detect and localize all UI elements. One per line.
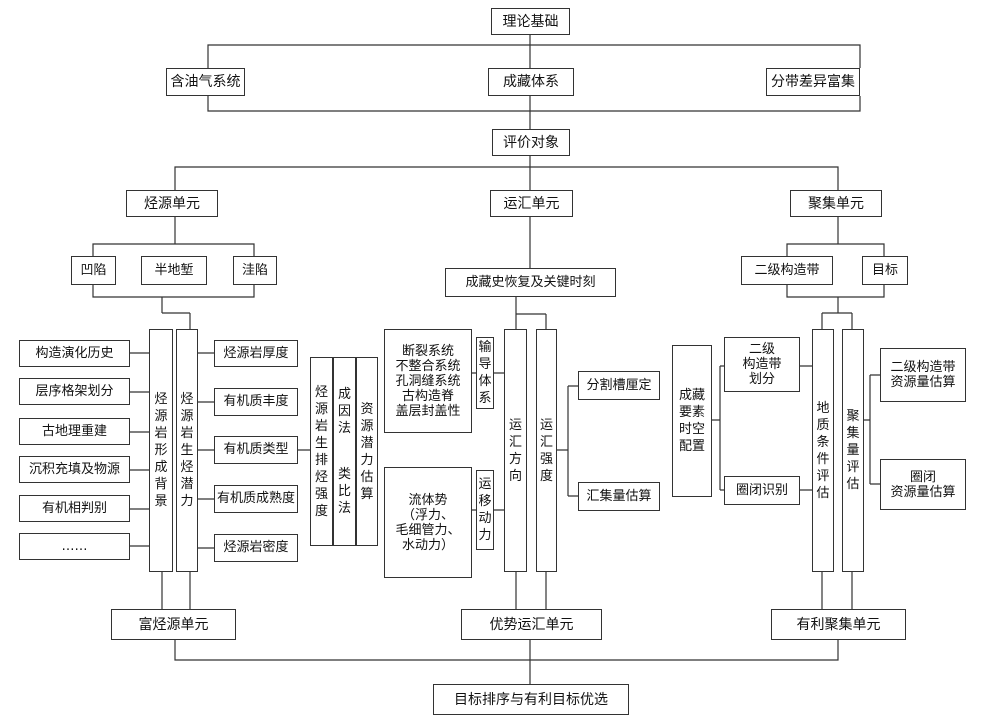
trap-resource-box: 圈闭 资源量估算 [880,459,966,510]
conduit-elements-box: 断裂系统 不整合系统 孔洞缝系统 古构造脊 盖层封盖性 [384,329,472,433]
background-item: 有机相判别 [19,495,130,522]
accumulation-unit-box: 聚集单元 [790,190,882,217]
accumulation-system-box: 成藏体系 [488,68,574,96]
migration-unit-box: 运汇单元 [490,190,573,217]
geo-eval-box: 地质条件评估 [812,329,834,572]
rock-item: 有机质丰度 [214,388,298,416]
rock-item: 有机质成熟度 [214,485,298,513]
source-unit-box: 烃源单元 [126,190,218,217]
conduit-system-box: 输导体系 [476,337,494,409]
favorable-accumulation-unit-box: 有利聚集单元 [771,609,906,640]
half-graben-box: 半地堑 [141,256,207,285]
sag-box: 洼陷 [233,256,277,285]
dominant-migration-unit-box: 优势运汇单元 [461,609,602,640]
migration-intensity-box: 运汇强度 [536,329,557,572]
theory-basis-box: 理论基础 [491,8,570,35]
background-item: 层序格架划分 [19,378,130,405]
migration-direction-box: 运汇方向 [504,329,527,572]
secondary-belt-box: 二级构造带 [741,256,833,285]
analogy-method-label: 类比法 [337,466,351,516]
method-box: 成因法 类比法 [333,357,356,546]
hc-potential-box: 烃源岩生烃潜力 [176,329,198,572]
resource-estimate-box: 资源潜力估算 [356,357,378,546]
accumulation-history-box: 成藏史恢复及关键时刻 [445,268,616,297]
background-item: 构造演化历史 [19,340,130,367]
volume-estimate-box: 汇集量估算 [578,482,660,511]
rock-item: 有机质类型 [214,436,298,464]
ridge-definition-box: 分割槽厘定 [578,371,660,400]
genetic-method-label: 成因法 [337,387,351,437]
petroleum-system-box: 含油气系统 [166,68,245,96]
eval-object-box: 评价对象 [492,129,570,156]
migration-force-box: 运移动力 [476,470,494,550]
rock-item: 烃源岩密度 [214,534,298,562]
background-item: 古地理重建 [19,418,130,445]
background-item: …… [19,533,130,560]
fluid-potential-box: 流体势 （浮力、 毛细管力、 水动力） [384,467,472,578]
trap-identification-box: 圈闭识别 [724,476,800,505]
depression-box: 凹陷 [71,256,116,285]
zonal-enrichment-box: 分带差异富集 [766,68,860,96]
target-ranking-box: 目标排序与有利目标优选 [433,684,629,715]
volume-eval-box: 聚集量评估 [842,329,864,572]
background-item: 沉积充填及物源 [19,456,130,483]
spatiotemporal-box: 成藏要素时空配置 [672,345,712,497]
belt-resource-box: 二级构造带 资源量估算 [880,348,966,402]
formation-background-box: 烃源岩形成背景 [149,329,173,572]
rock-item: 烃源岩厚度 [214,340,298,367]
target-box: 目标 [862,256,908,285]
rich-source-unit-box: 富烃源单元 [111,609,236,640]
belt-division-box: 二级 构造带 划分 [724,337,800,392]
expulsion-intensity-box: 烃源岩生排烃强度 [310,357,333,546]
